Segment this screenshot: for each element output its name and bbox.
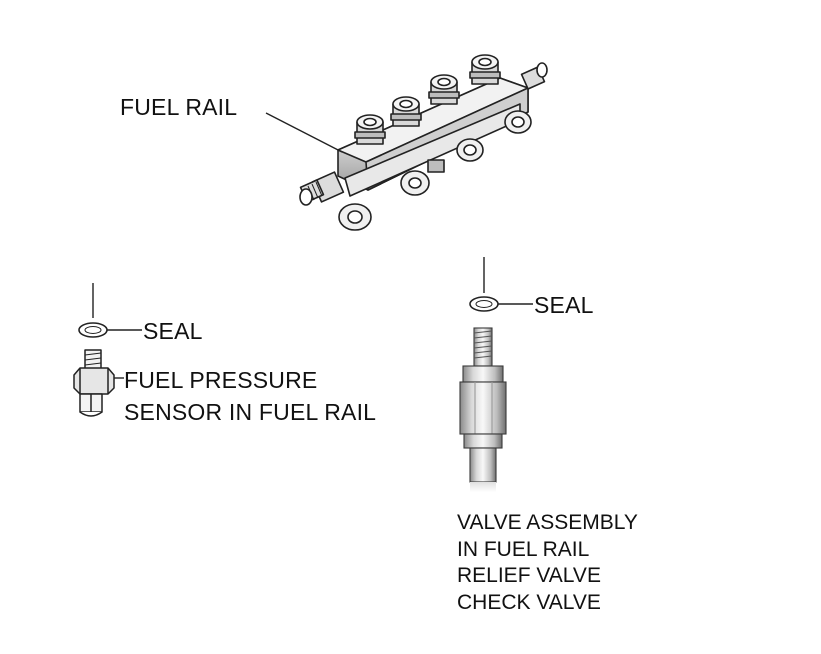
valve-label-line3: RELIEF VALVE xyxy=(457,564,601,587)
sensor-label-line1: FUEL PRESSURE xyxy=(124,367,318,393)
sensor-label-line2: SENSOR IN FUEL RAIL xyxy=(124,399,377,425)
valve-label-line2: IN FUEL RAIL xyxy=(457,538,590,561)
fuel-rail-leader xyxy=(265,112,343,153)
relief-valve-icon xyxy=(459,327,507,492)
fuel-rail-illustration xyxy=(299,54,548,231)
seal-left-label: SEAL xyxy=(143,318,203,344)
seal-left-icon xyxy=(78,322,108,338)
seal-right-label: SEAL xyxy=(534,292,594,318)
fuel-rail-label: FUEL RAIL xyxy=(120,94,238,120)
rail-ports xyxy=(354,54,501,145)
valve-label-line1: VALVE ASSEMBLY xyxy=(457,511,638,534)
seal-right-icon xyxy=(469,296,499,312)
valve-label-line4: CHECK VALVE xyxy=(457,591,601,614)
pressure-sensor-icon xyxy=(73,349,115,417)
